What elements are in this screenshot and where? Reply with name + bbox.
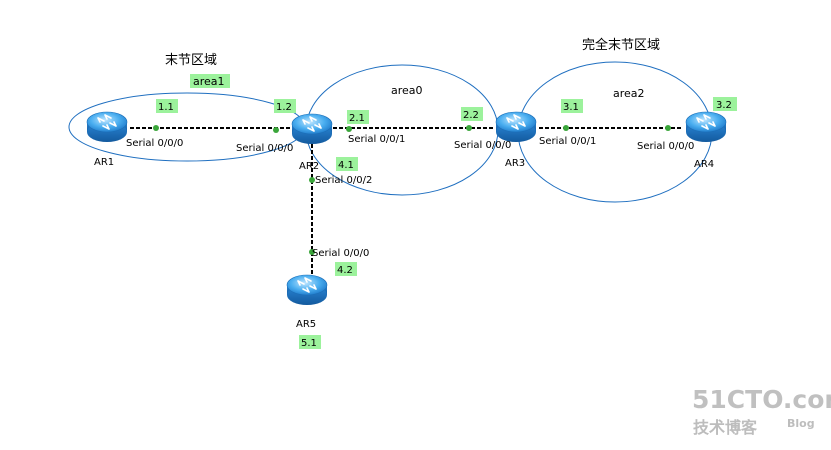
router-ar2-icon[interactable] [291, 113, 333, 145]
interface-dot [309, 177, 315, 183]
interface-label-ar2-s001: Serial 0/0/1 [348, 134, 405, 145]
router-ar5-icon[interactable] [286, 274, 328, 306]
area0-label: area0 [391, 84, 423, 97]
address-label-2-2: 2.2 [463, 110, 479, 121]
address-label-2-1: 2.1 [349, 113, 365, 124]
address-label-3-2: 3.2 [716, 100, 732, 111]
address-label-3-1: 3.1 [563, 102, 579, 113]
router-ar3-icon[interactable] [495, 111, 537, 143]
interface-dot [563, 125, 569, 131]
router-name-ar3: AR3 [505, 158, 525, 169]
watermark-blog: Blog [787, 417, 815, 430]
interface-label-ar2-s000: Serial 0/0/0 [236, 143, 293, 154]
watermark-logo: 51CTO.com 技术博客 Blog [692, 385, 831, 437]
stub-area-title: 末节区域 [165, 53, 217, 68]
router-name-ar5: AR5 [296, 319, 316, 330]
area2-label: area2 [613, 87, 645, 100]
address-label-4-2: 4.2 [337, 265, 353, 276]
interface-label-ar2-s002: Serial 0/0/2 [315, 175, 372, 186]
interface-dot [273, 127, 279, 133]
router-name-ar2: AR2 [299, 161, 319, 172]
totally-stub-area-title: 完全末节区域 [582, 37, 660, 53]
interface-label-ar5-s000: Serial 0/0/0 [312, 248, 369, 259]
router-name-ar4: AR4 [694, 159, 714, 170]
interface-label-ar1-s000: Serial 0/0/0 [126, 138, 183, 149]
router-ar1-icon[interactable] [86, 111, 128, 143]
address-label-4-1: 4.1 [338, 160, 354, 171]
router-name-ar1: AR1 [94, 157, 114, 168]
watermark-site: 51CTO.com [692, 385, 831, 414]
router-ar4-icon[interactable] [685, 111, 727, 143]
watermark-subtitle: 技术博客 [693, 418, 758, 437]
interface-label-ar3-s001: Serial 0/0/1 [539, 136, 596, 147]
address-label-1-2: 1.2 [276, 102, 292, 113]
area2-boundary [517, 61, 713, 203]
interface-dot [665, 125, 671, 131]
address-label-1-1: 1.1 [158, 102, 174, 113]
interface-label-ar4-s000: Serial 0/0/0 [637, 141, 694, 152]
interface-label-ar3-s000: Serial 0/0/0 [454, 140, 511, 151]
interface-dot [346, 126, 352, 132]
address-label-5-1: 5.1 [301, 338, 317, 349]
interface-dot [309, 249, 315, 255]
area1-label: area1 [193, 75, 225, 88]
interface-dot [153, 125, 159, 131]
interface-dot [466, 125, 472, 131]
